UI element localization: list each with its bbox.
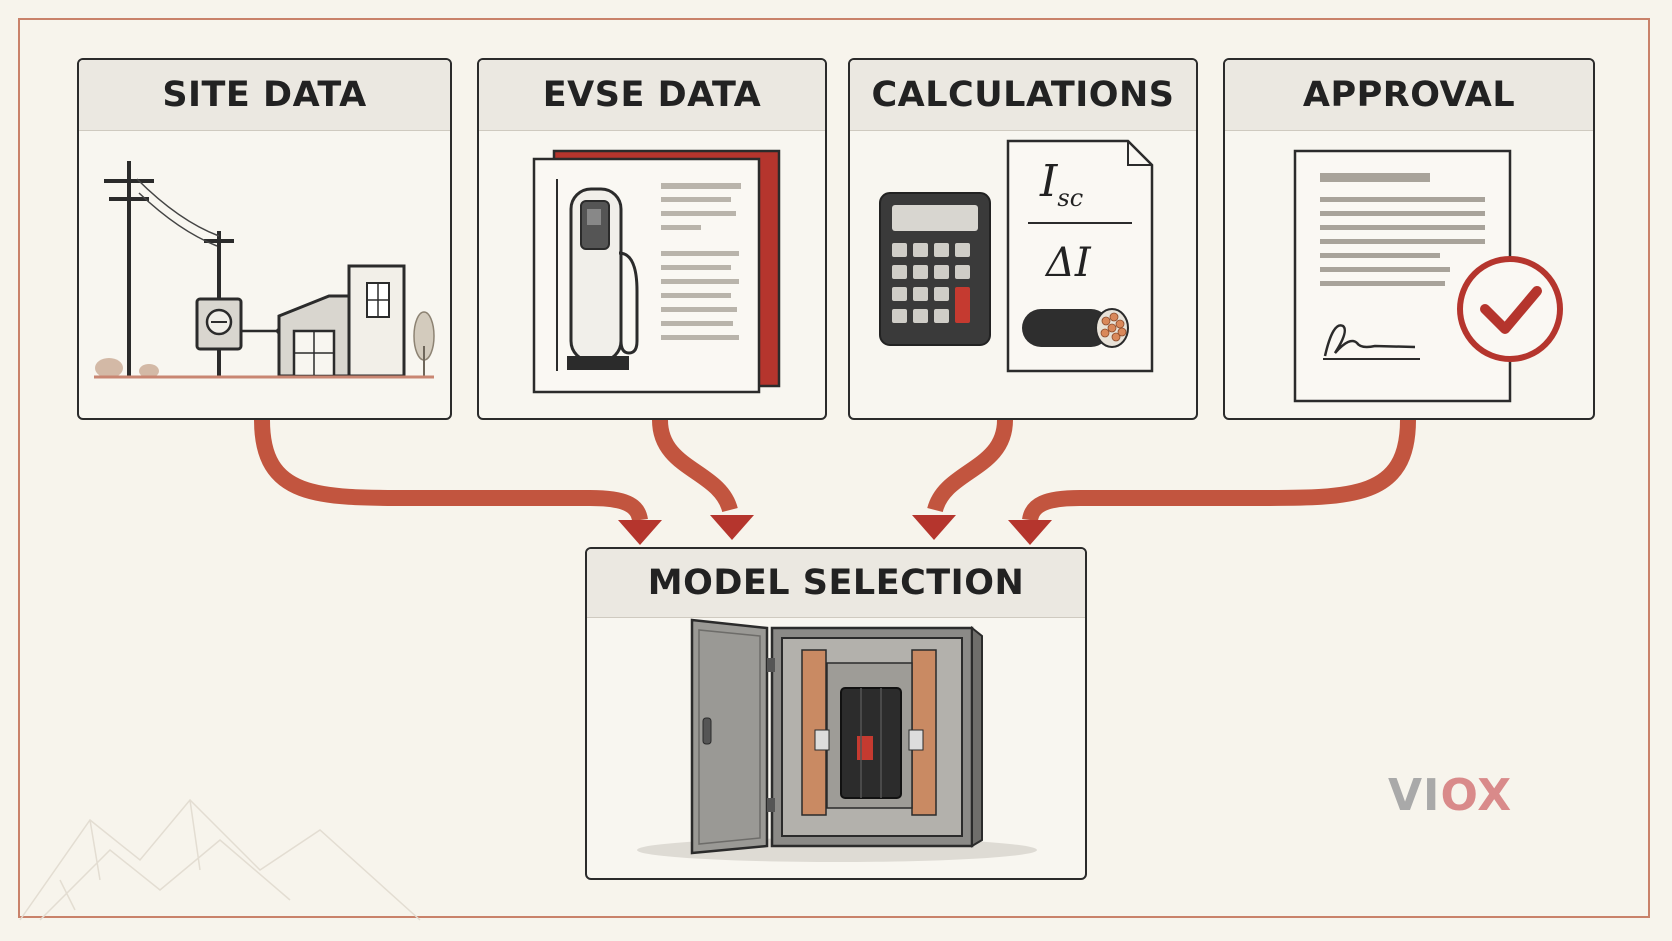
card-model-selection: MODEL SELECTION [585, 547, 1087, 880]
formula-isc-sub: sc [1057, 183, 1084, 212]
card-header: APPROVAL [1225, 60, 1593, 131]
formula-isc: Isc [1040, 156, 1083, 212]
formula-isc-main: I [1040, 156, 1058, 207]
signature [1323, 324, 1416, 357]
card-title-site-data: SITE DATA [162, 75, 367, 115]
card-title-approval: APPROVAL [1302, 75, 1516, 115]
card-header: SITE DATA [79, 60, 450, 131]
outer-frame [18, 18, 1650, 918]
card-header: EVSE DATA [479, 60, 825, 131]
arrowhead-1 [618, 520, 662, 545]
checkmark-icon [1457, 256, 1563, 362]
card-calculations: CALCULATIONS Isc ΔI [848, 58, 1198, 420]
card-title-calculations: CALCULATIONS [871, 75, 1175, 115]
card-site-data: SITE DATA [77, 58, 452, 420]
arrow-evse-to-model [652, 419, 738, 513]
card-title-evse-data: EVSE DATA [542, 75, 762, 115]
panel-illustration [587, 618, 1085, 878]
card-evse-data: EVSE DATA [477, 58, 827, 420]
evse-illustration [479, 131, 825, 418]
card-approval: APPROVAL [1223, 58, 1595, 420]
logo-part-2: OX [1440, 770, 1513, 821]
panel-door [690, 618, 769, 855]
arrow-site-to-model [254, 419, 648, 522]
cable-icon [1022, 309, 1110, 347]
arrow-calc-to-model [927, 419, 1013, 513]
card-header: CALCULATIONS [850, 60, 1196, 131]
formula-delta-i: ΔI [1046, 240, 1091, 286]
viox-logo: VIOX [1388, 770, 1512, 821]
arrowhead-4 [1008, 520, 1052, 545]
arrowhead-3 [912, 515, 956, 540]
card-header: MODEL SELECTION [587, 549, 1085, 618]
site-illustration [79, 131, 450, 418]
arrow-approval-to-model [1022, 419, 1416, 522]
calculations-illustration [850, 131, 1196, 418]
card-title-model-selection: MODEL SELECTION [647, 563, 1025, 603]
approval-illustration [1225, 131, 1593, 418]
arrowhead-2 [710, 515, 754, 540]
logo-part-1: VI [1388, 770, 1441, 821]
